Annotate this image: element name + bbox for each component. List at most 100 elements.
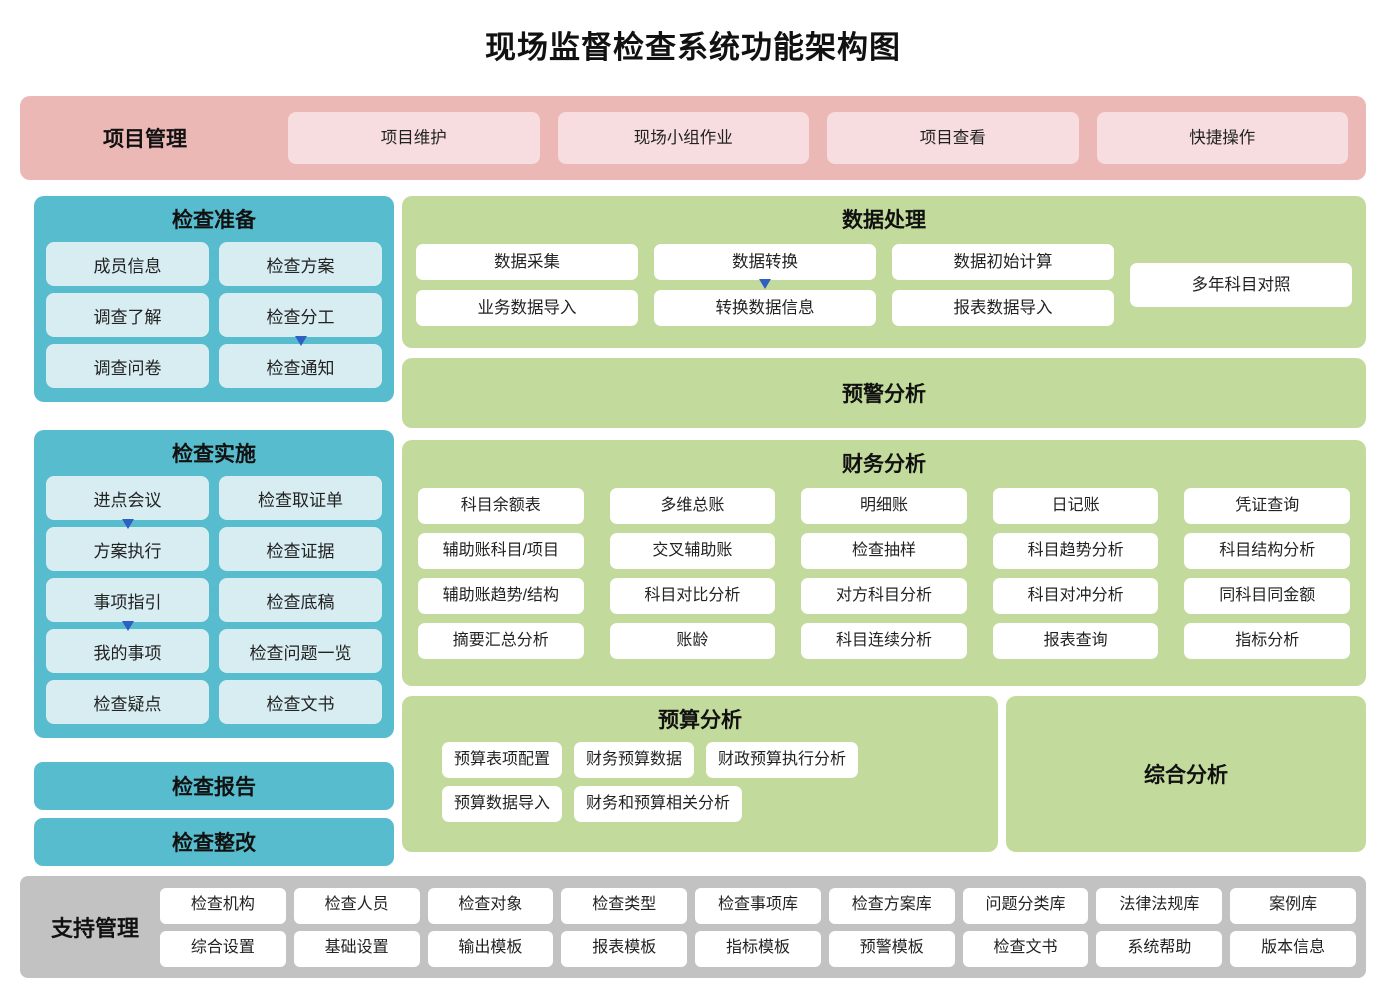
inspection-rectification-band[interactable]: 检查整改 — [34, 818, 394, 866]
data-item-multiyear-subject-comparison[interactable]: 多年科目对照 — [1130, 263, 1352, 307]
support-item-version-info[interactable]: 版本信息 — [1230, 930, 1356, 967]
fin-item-counterpart-subject-analysis[interactable]: 对方科目分析 — [801, 578, 967, 614]
prep-item-inspection-division[interactable]: 检查分工 — [219, 293, 382, 346]
impl-item-matter-guidance[interactable]: 事项指引 — [46, 578, 209, 631]
warning-analysis-panel[interactable]: 预警分析 — [402, 358, 1366, 428]
support-item-case-library[interactable]: 案例库 — [1230, 887, 1356, 924]
fin-item-multidim-ledger[interactable]: 多维总账 — [609, 488, 776, 524]
project-management-band: 项目管理 项目维护 现场小组作业 项目查看 快捷操作 — [20, 96, 1366, 180]
impl-item-issue-list[interactable]: 检查问题一览 — [219, 629, 382, 673]
data-item-conversion[interactable]: 数据转换 — [654, 244, 876, 289]
inspection-implementation-grid: 进点会议 检查取证单 方案执行 检查证据 事项指引 检查底稿 我的事项 检查问题… — [46, 476, 382, 724]
page-title: 现场监督检查系统功能架构图 — [485, 30, 901, 65]
data-item-initial-calculation[interactable]: 数据初始计算 — [892, 244, 1114, 280]
budget-analysis-row-1: 预算表项配置 财务预算数据 财政预算执行分析 — [442, 742, 998, 778]
support-item-law-regulation-library[interactable]: 法律法规库 — [1096, 887, 1223, 924]
impl-item-suspicious-points[interactable]: 检查疑点 — [46, 680, 209, 724]
data-item-collection[interactable]: 数据采集 — [416, 244, 638, 280]
data-processing-column-4: 多年科目对照 — [1130, 244, 1352, 326]
fin-item-indicator-analysis[interactable]: 指标分析 — [1184, 623, 1350, 659]
budget-item-fiscal-execution-analysis[interactable]: 财政预算执行分析 — [706, 742, 859, 778]
fin-item-subject-structure-analysis[interactable]: 科目结构分析 — [1184, 533, 1350, 569]
inspection-preparation-grid: 成员信息 检查方案 调查了解 检查分工 调查问卷 检查通知 — [46, 242, 382, 388]
fin-item-report-query[interactable]: 报表查询 — [992, 623, 1159, 659]
data-processing-body: 数据采集 业务数据导入 数据转换 转换数据信息 数据初始计算 报表数据导入 多年… — [416, 244, 1352, 326]
support-item-inspection-target[interactable]: 检查对象 — [427, 887, 554, 924]
fin-item-inspection-sampling[interactable]: 检查抽样 — [801, 533, 967, 569]
fin-item-subject-hedging-analysis[interactable]: 科目对冲分析 — [992, 578, 1159, 614]
fin-item-journal[interactable]: 日记账 — [992, 488, 1159, 524]
budget-item-data-import[interactable]: 预算数据导入 — [442, 786, 563, 822]
fin-item-detail-ledger[interactable]: 明细账 — [801, 488, 967, 524]
support-item-system-help[interactable]: 系统帮助 — [1096, 930, 1223, 967]
financial-analysis-grid: 科目余额表 多维总账 明细账 日记账 凭证查询 辅助账科目/项目 交叉辅助账 检… — [418, 488, 1350, 659]
inspection-implementation-panel: 检查实施 进点会议 检查取证单 方案执行 检查证据 事项指引 检查底稿 我的事项… — [34, 430, 394, 738]
fin-item-aux-trend-structure[interactable]: 辅助账趋势/结构 — [418, 578, 584, 614]
fin-item-aux-subject-project[interactable]: 辅助账科目/项目 — [418, 533, 584, 569]
support-management-grid: 检查机构 检查人员 检查对象 检查类型 检查事项库 检查方案库 问题分类库 法律… — [160, 887, 1356, 967]
data-item-converted-info[interactable]: 转换数据信息 — [654, 290, 876, 326]
impl-item-plan-execution[interactable]: 方案执行 — [46, 527, 209, 571]
support-item-issue-category-library[interactable]: 问题分类库 — [962, 887, 1089, 924]
prep-item-inspection-plan[interactable]: 检查方案 — [219, 242, 382, 286]
data-processing-title: 数据处理 — [842, 209, 926, 232]
prep-item-survey-understanding[interactable]: 调查了解 — [46, 293, 209, 337]
fin-item-subject-comparison-analysis[interactable]: 科目对比分析 — [609, 578, 776, 614]
impl-item-my-matters[interactable]: 我的事项 — [46, 629, 209, 673]
project-management-label: 项目管理 — [103, 128, 187, 151]
inspection-preparation-title: 检查准备 — [172, 209, 256, 232]
support-management-label: 支持管理 — [50, 916, 139, 941]
prep-item-member-info[interactable]: 成员信息 — [46, 242, 209, 286]
budget-item-table-config[interactable]: 预算表项配置 — [442, 742, 563, 778]
impl-item-inspection-evidence[interactable]: 检查证据 — [219, 527, 382, 571]
budget-item-financial-budget-data[interactable]: 财务预算数据 — [574, 742, 695, 778]
prep-item-inspection-notice[interactable]: 检查通知 — [219, 344, 382, 388]
impl-item-inspection-documents[interactable]: 检查文书 — [219, 680, 382, 724]
fin-item-aging[interactable]: 账龄 — [609, 623, 776, 659]
financial-analysis-title: 财务分析 — [842, 453, 926, 476]
support-item-inspection-documents[interactable]: 检查文书 — [962, 930, 1089, 967]
budget-analysis-title: 预算分析 — [658, 709, 742, 732]
inspection-report-band[interactable]: 检查报告 — [34, 762, 394, 810]
impl-item-evidence-collection-form[interactable]: 检查取证单 — [219, 476, 382, 520]
fin-item-summary-aggregation-analysis[interactable]: 摘要汇总分析 — [418, 623, 584, 659]
data-processing-panel: 数据处理 数据采集 业务数据导入 数据转换 转换数据信息 数据初始计算 报表数据… — [402, 196, 1366, 348]
data-item-business-import[interactable]: 业务数据导入 — [416, 290, 638, 326]
comprehensive-analysis-panel[interactable]: 综合分析 — [1006, 696, 1366, 852]
support-item-warning-template[interactable]: 预警模板 — [828, 930, 955, 967]
support-item-matter-library[interactable]: 检查事项库 — [695, 887, 821, 924]
project-item-view[interactable]: 项目查看 — [827, 112, 1079, 164]
fin-item-subject-continuity-analysis[interactable]: 科目连续分析 — [801, 623, 967, 659]
comprehensive-analysis-title: 综合分析 — [1144, 764, 1228, 787]
data-item-report-import[interactable]: 报表数据导入 — [892, 290, 1114, 326]
support-management-band: 支持管理 检查机构 检查人员 检查对象 检查类型 检查事项库 检查方案库 问题分… — [20, 876, 1366, 978]
support-item-basic-settings[interactable]: 基础设置 — [293, 930, 420, 967]
budget-analysis-panel: 预算分析 预算表项配置 财务预算数据 财政预算执行分析 预算数据导入 财务和预算… — [402, 696, 998, 852]
support-item-general-settings[interactable]: 综合设置 — [160, 930, 286, 967]
data-processing-column-1: 数据采集 业务数据导入 — [416, 244, 638, 326]
fin-item-cross-aux-ledger[interactable]: 交叉辅助账 — [609, 533, 776, 569]
fin-item-voucher-query[interactable]: 凭证查询 — [1184, 488, 1350, 524]
fin-item-balance-sheet[interactable]: 科目余额表 — [418, 488, 584, 524]
project-management-items: 项目维护 现场小组作业 项目查看 快捷操作 — [288, 112, 1348, 164]
project-item-field-team-work[interactable]: 现场小组作业 — [557, 112, 809, 164]
impl-item-entry-meeting[interactable]: 进点会议 — [46, 476, 209, 529]
project-item-maintenance[interactable]: 项目维护 — [288, 112, 540, 164]
support-item-inspection-agency[interactable]: 检查机构 — [160, 887, 286, 924]
budget-item-finance-budget-correlation[interactable]: 财务和预算相关分析 — [574, 786, 743, 822]
support-item-output-template[interactable]: 输出模板 — [427, 930, 554, 967]
support-item-plan-library[interactable]: 检查方案库 — [828, 887, 955, 924]
fin-item-same-subject-same-amount[interactable]: 同科目同金额 — [1184, 578, 1350, 614]
support-item-indicator-template[interactable]: 指标模板 — [695, 930, 821, 967]
prep-item-questionnaire[interactable]: 调查问卷 — [46, 344, 209, 388]
support-item-report-template[interactable]: 报表模板 — [561, 930, 688, 967]
support-item-inspection-personnel[interactable]: 检查人员 — [293, 887, 420, 924]
inspection-preparation-panel: 检查准备 成员信息 检查方案 调查了解 检查分工 调查问卷 检查通知 — [34, 196, 394, 402]
fin-item-subject-trend-analysis[interactable]: 科目趋势分析 — [992, 533, 1159, 569]
project-item-quick-operations[interactable]: 快捷操作 — [1096, 112, 1348, 164]
data-processing-column-2: 数据转换 转换数据信息 — [654, 244, 876, 326]
impl-item-working-papers[interactable]: 检查底稿 — [219, 578, 382, 622]
support-item-inspection-type[interactable]: 检查类型 — [561, 887, 688, 924]
data-processing-column-3: 数据初始计算 报表数据导入 — [892, 244, 1114, 326]
